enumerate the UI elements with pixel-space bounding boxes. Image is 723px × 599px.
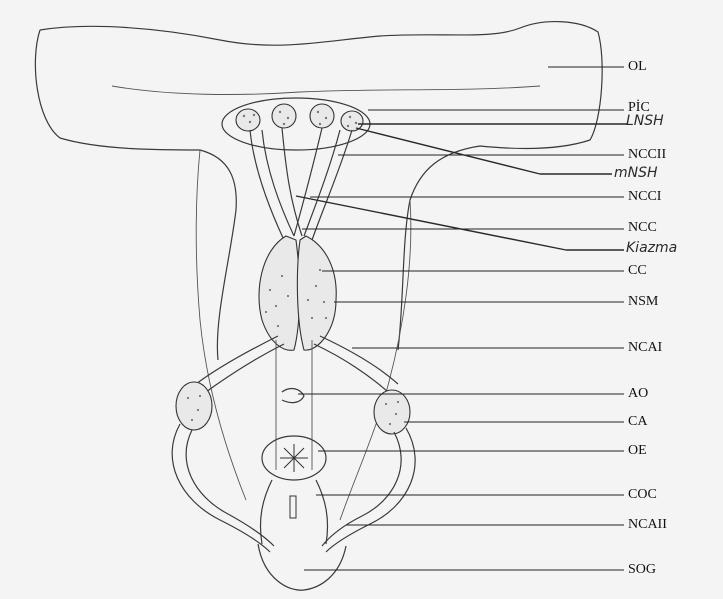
label-cc: CC xyxy=(628,264,647,278)
leader-mnsh xyxy=(356,128,540,174)
label-ncc: NCC xyxy=(628,221,657,235)
handwritten-label-lnsh: LNSH xyxy=(626,114,664,128)
oesophagus-star xyxy=(280,444,308,472)
aorta-opening xyxy=(282,389,304,403)
corpus-allatum-right xyxy=(374,390,410,434)
coc-left xyxy=(260,480,272,544)
leader-kiazma xyxy=(296,196,566,250)
label-nsm: NSM xyxy=(628,295,658,309)
label-nccii: NCCII xyxy=(628,148,666,162)
label-ca: CA xyxy=(628,415,647,429)
ncaii-nerve-right xyxy=(326,428,415,552)
label-ao: AO xyxy=(628,387,648,401)
coc-segment xyxy=(290,496,296,518)
coc-right xyxy=(316,480,328,544)
label-coc: COC xyxy=(628,488,657,502)
nccii-nerve-left xyxy=(250,130,284,240)
label-oe: OE xyxy=(628,444,647,458)
neurosecretory-clusters xyxy=(236,104,363,131)
label-ncai: NCAI xyxy=(628,341,662,355)
label-sog: SOG xyxy=(628,563,656,577)
label-ol: OL xyxy=(628,60,647,74)
corpus-cardiacum-right xyxy=(297,236,336,350)
corpus-cardiacum-left xyxy=(259,236,300,350)
protocerebrum-left xyxy=(196,150,246,500)
handwritten-label-mnsh: mNSH xyxy=(614,166,658,180)
handwritten-label-kiazma: Kiazma xyxy=(626,241,677,255)
corpus-allatum-left xyxy=(176,382,212,430)
optic-lobe-inner xyxy=(112,86,540,94)
ncai-nerve-right-b xyxy=(320,336,398,384)
label-ncaii: NCAII xyxy=(628,518,667,532)
label-ncci: NCCI xyxy=(628,190,661,204)
suboesophageal-ganglion xyxy=(258,544,346,590)
ncci-nerve-2 xyxy=(294,128,322,236)
